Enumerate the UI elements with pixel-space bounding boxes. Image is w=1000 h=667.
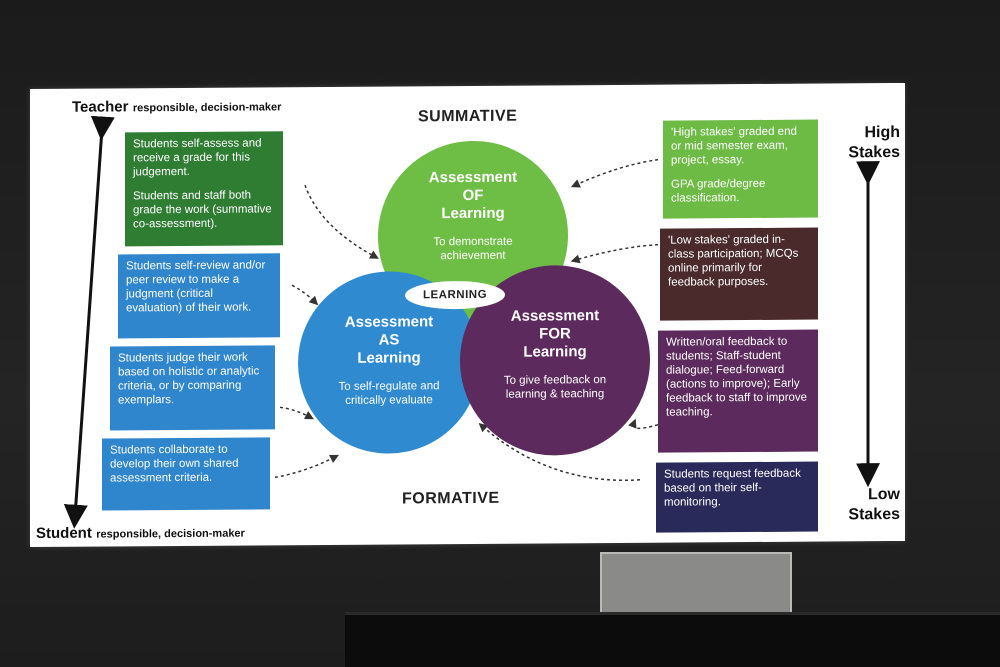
- right-box-4-p1: Students request feedback based on their…: [664, 467, 801, 509]
- right-box-1-p2: GPA grade/degree classification.: [671, 177, 766, 205]
- of-title-3: Learning: [441, 204, 505, 223]
- podium: [345, 612, 1000, 667]
- as-title-1: Assessment: [344, 313, 434, 331]
- left-box-4-p1: Students collaborate to develop their ow…: [110, 443, 239, 485]
- left-box-2-p1: Students self-review and/or peer review …: [126, 259, 266, 315]
- right-box-low-stakes-graded: 'Low stakes' graded in-class participati…: [660, 227, 818, 321]
- for-title-1: Assessment: [510, 307, 600, 325]
- right-box-feedback-dialogue: Written/oral feedback to students; Staff…: [658, 329, 818, 453]
- lectern-object: [600, 552, 792, 614]
- for-title-2: FOR: [539, 325, 571, 343]
- left-box-collaborate-criteria: Students collaborate to develop their ow…: [102, 437, 270, 511]
- left-box-judge-criteria: Students judge their work based on holis…: [110, 345, 275, 431]
- for-subtitle: To give feedback on learning & teaching: [503, 374, 607, 401]
- right-box-1-p1: 'High stakes' graded end or mid semester…: [671, 125, 797, 167]
- left-box-1-p1: Students self-assess and receive a grade…: [133, 137, 262, 179]
- right-box-high-stakes-graded: 'High stakes' graded end or mid semester…: [663, 119, 818, 219]
- of-title-2: OF: [462, 186, 484, 205]
- left-box-1-p2: Students and staff both grade the work (…: [133, 189, 272, 231]
- right-box-request-feedback: Students request feedback based on their…: [656, 461, 818, 533]
- as-title-3: Learning: [357, 349, 421, 367]
- left-box-3-p1: Students judge their work based on holis…: [118, 351, 260, 407]
- as-title-2: AS: [378, 331, 400, 349]
- left-box-self-peer-review: Students self-review and/or peer review …: [118, 253, 280, 339]
- for-title-3: Learning: [523, 343, 587, 361]
- teacher-student-axis: [63, 115, 115, 529]
- of-title-1: Assessment: [428, 168, 518, 187]
- left-box-summative-coassessment: Students self-assess and receive a grade…: [125, 131, 283, 247]
- right-box-3-p1: Written/oral feedback to students; Staff…: [666, 335, 808, 419]
- projected-slide: Teacher responsible, decision-maker Stud…: [30, 82, 905, 548]
- as-subtitle: To self-regulate and critically evaluate: [338, 380, 440, 407]
- right-box-2-p1: 'Low stakes' graded in-class participati…: [668, 233, 799, 289]
- arrows-layer: [63, 115, 880, 529]
- of-subtitle: To demonstrate achievement: [433, 235, 513, 263]
